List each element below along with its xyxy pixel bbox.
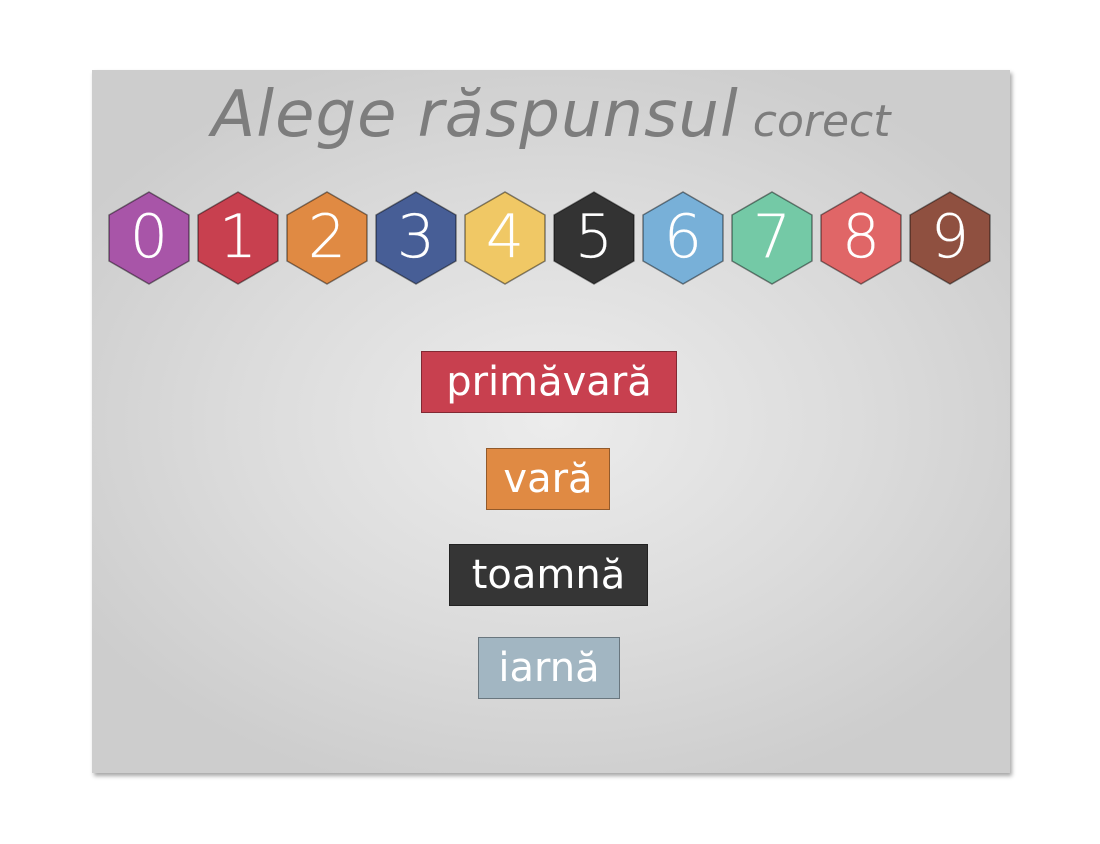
hexagon-fill [820, 191, 902, 285]
title-word-corect: corect [752, 96, 891, 147]
hexagon-shape [642, 191, 724, 285]
hexagon-button-1[interactable]: 1 [196, 190, 280, 286]
hexagon-fill [731, 191, 813, 285]
number-hexagon-row: 0 1 2 3 4 5 6 7 [107, 190, 997, 286]
hexagon-button-9[interactable]: 9 [908, 190, 992, 286]
hexagon-fill [375, 191, 457, 285]
answer-button-toamna[interactable]: toamnă [449, 544, 648, 606]
hexagon-button-7[interactable]: 7 [730, 190, 814, 286]
hexagon-shape [286, 191, 368, 285]
hexagon-fill [197, 191, 279, 285]
answer-button-primavara[interactable]: primăvară [421, 351, 677, 413]
quiz-slide: Alege răspunsul corect 0 1 2 3 4 5 6 [92, 70, 1010, 773]
hexagon-shape [197, 191, 279, 285]
hexagon-number: 3 [396, 202, 436, 272]
hexagon-number: 1 [218, 202, 258, 272]
hexagon-number: 5 [574, 202, 614, 272]
hexagon-button-5[interactable]: 5 [552, 190, 636, 286]
answer-button-iarna[interactable]: iarnă [478, 637, 620, 699]
hexagon-shape [820, 191, 902, 285]
hexagon-shape [909, 191, 991, 285]
hexagon-number: 4 [485, 202, 525, 272]
slide-title: Alege răspunsul corect [92, 78, 1010, 152]
hexagon-number: 6 [663, 202, 703, 272]
title-word-raspunsul: răspunsul [417, 78, 739, 152]
hexagon-fill [464, 191, 546, 285]
hexagon-number: 9 [930, 202, 970, 272]
hexagon-button-4[interactable]: 4 [463, 190, 547, 286]
hexagon-fill [553, 191, 635, 285]
title-word-alege: Alege [211, 78, 398, 152]
hexagon-number: 7 [752, 202, 792, 272]
hexagon-shape [464, 191, 546, 285]
hexagon-shape [553, 191, 635, 285]
hexagon-button-3[interactable]: 3 [374, 190, 458, 286]
answer-button-vara[interactable]: vară [486, 448, 610, 510]
hexagon-fill [642, 191, 724, 285]
hexagon-number: 2 [307, 202, 347, 272]
hexagon-shape [731, 191, 813, 285]
hexagon-fill [909, 191, 991, 285]
hexagon-shape [375, 191, 457, 285]
hexagon-button-2[interactable]: 2 [285, 190, 369, 286]
hexagon-shape [108, 191, 190, 285]
hexagon-fill [286, 191, 368, 285]
hexagon-number: 0 [129, 202, 169, 272]
hexagon-button-6[interactable]: 6 [641, 190, 725, 286]
hexagon-button-0[interactable]: 0 [107, 190, 191, 286]
hexagon-number: 8 [841, 202, 881, 272]
hexagon-button-8[interactable]: 8 [819, 190, 903, 286]
hexagon-fill [108, 191, 190, 285]
